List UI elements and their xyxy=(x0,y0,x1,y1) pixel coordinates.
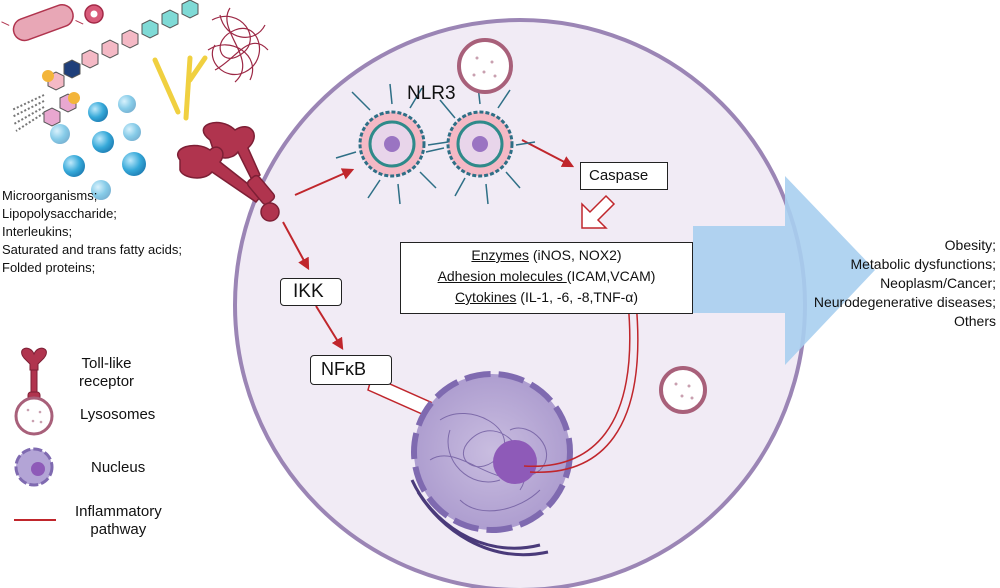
interleukin-bubbles xyxy=(50,95,146,200)
inflammatory-pathway-arrows xyxy=(282,139,575,351)
outcome-neurodegenerative: Neurodegenerative diseases; xyxy=(813,294,996,310)
nfkb-label: NFκB xyxy=(321,359,366,379)
lipid-tails xyxy=(11,94,45,132)
legend-receptor-icon xyxy=(21,347,47,401)
nfkb-box: NFκB xyxy=(310,355,392,385)
enzymes-label: Enzymes xyxy=(471,247,529,263)
adhesion-line: Adhesion molecules (ICAM,VCAM) xyxy=(401,268,692,284)
nlr3-inflammasome xyxy=(335,83,536,205)
caspase-down-arrow xyxy=(581,194,616,229)
adhesion-detail: (ICAM,VCAM) xyxy=(566,268,656,284)
cytokines-detail: (IL-1, -6, -8,TNF-α) xyxy=(516,289,639,305)
legend-tlr-line1: Toll-like xyxy=(81,355,132,372)
outcome-neoplasm: Neoplasm/Cancer; xyxy=(880,275,996,291)
outcomes-list: Obesity; Metabolic dysfunctions; Neoplas… xyxy=(814,236,996,331)
legend-tlr-line2: receptor xyxy=(79,373,135,390)
lysosome-top xyxy=(457,38,513,94)
fatty-acid-icons xyxy=(152,55,208,121)
legend-lysosome-shape xyxy=(14,396,54,436)
phosphate-icons xyxy=(42,70,80,104)
enzymes-detail: (iNOS, NOX2) xyxy=(529,247,622,263)
mediators-box: Enzymes (iNOS, NOX2) Adhesion molecules … xyxy=(400,242,693,314)
lps-chain xyxy=(43,0,199,127)
outcome-arrow xyxy=(693,176,875,365)
cytokines-label: Cytokines xyxy=(454,289,517,305)
microorganism-icons xyxy=(1,4,104,42)
legend-pathway-line2: pathway xyxy=(90,521,147,538)
ikk-box: IKK xyxy=(280,278,342,306)
legend-tlr-label: Toll-like receptor xyxy=(79,355,134,391)
outcome-others: Others xyxy=(953,313,996,329)
folded-protein-icon xyxy=(207,7,269,83)
nlr3-label: NLR3 xyxy=(407,83,456,104)
caspase-label: Caspase xyxy=(589,167,649,184)
legend-nucleus-label: Nucleus xyxy=(91,459,146,476)
adhesion-label: Adhesion molecules xyxy=(437,268,567,284)
outcome-metabolic: Metabolic dysfunctions; xyxy=(850,256,996,272)
legend-pathway-label: Inflammatory pathway xyxy=(75,503,162,539)
enzymes-line: Enzymes (iNOS, NOX2) xyxy=(401,247,692,263)
lysosome-right xyxy=(659,366,707,414)
ikk-label: IKK xyxy=(293,281,324,302)
legend-pathway-line1: Inflammatory xyxy=(75,503,162,520)
stimuli-list: Microorganisms; Lipopolysaccharide; Inte… xyxy=(2,187,182,277)
legend-lysosomes-label: Lysosomes xyxy=(80,406,156,423)
caspase-box: Caspase xyxy=(580,162,668,190)
stimulus-folded-proteins: Folded proteins; xyxy=(2,260,96,275)
cytokines-line: Cytokines (IL-1, -6, -8,TNF-α) xyxy=(401,289,692,305)
nucleus-to-mediators-arrow xyxy=(523,301,631,467)
outcome-obesity: Obesity; xyxy=(944,237,996,253)
stimulus-microorganisms: Microorganisms; xyxy=(2,188,98,203)
stimulus-interleukins: Interleukins; xyxy=(2,224,73,239)
toll-like-receptor xyxy=(177,121,280,222)
legend-nucleus-icon xyxy=(14,447,54,487)
stimulus-lipopolysaccharide: Lipopolysaccharide; xyxy=(2,206,117,221)
nucleus xyxy=(410,371,573,557)
stimulus-fatty-acids: Saturated and trans fatty acids; xyxy=(2,242,182,257)
